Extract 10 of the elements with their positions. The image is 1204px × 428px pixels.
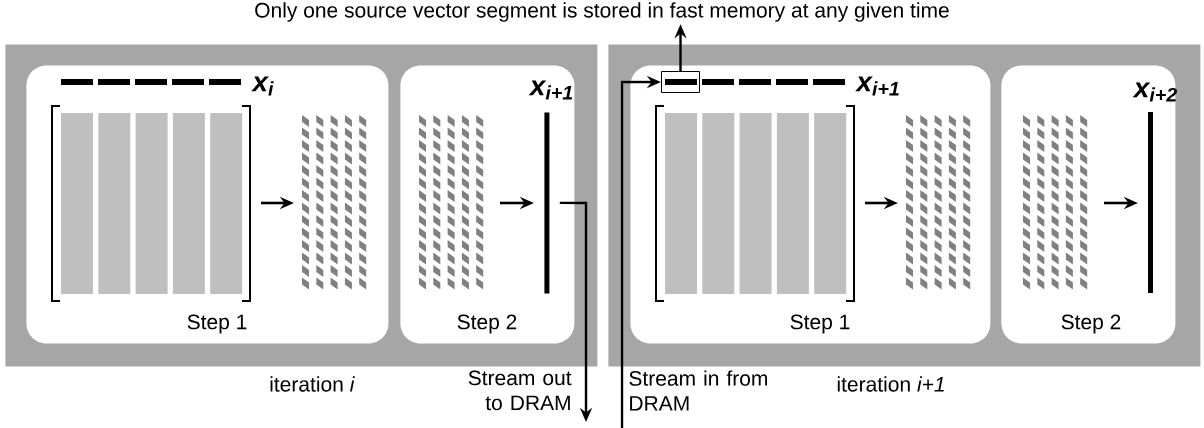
- vector-label: x$_{i+2}$: [1132, 82, 1177, 102]
- edge-label: Stream out to DRAM: [468, 370, 572, 411]
- edge-label: Stream in from DRAM: [629, 370, 767, 411]
- vector-bar: [544, 112, 550, 294]
- vector-label: x$_{i+1}$: [855, 76, 899, 96]
- note-text: Only one source vector segment is stored in fast memory at any given time: [255, 2, 949, 22]
- node-label: iteration i+1: [837, 376, 944, 392]
- node-label: iteration i: [270, 376, 355, 392]
- vector-label: x$_{i}$: [251, 76, 274, 96]
- segment-box: [661, 71, 700, 93]
